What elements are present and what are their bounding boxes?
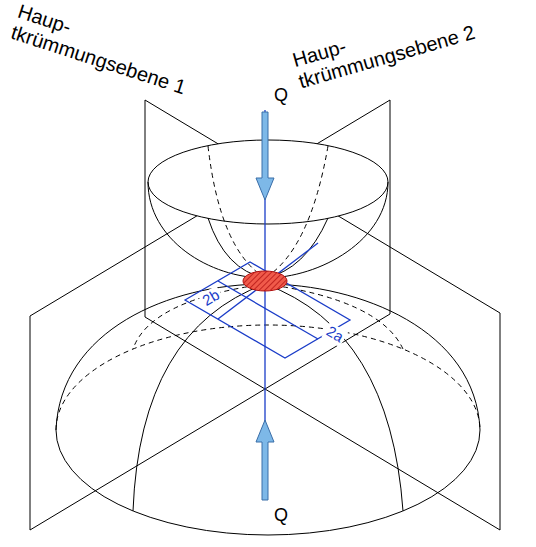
- dimension-label: 2b: [198, 286, 224, 311]
- bowl-outline: [148, 182, 388, 278]
- plane-label: Haup- tkrümmungsebene 2: [290, 0, 482, 92]
- dome-meridian: [133, 284, 265, 511]
- base-ellipse-hidden: [56, 325, 480, 430]
- contact-area: [243, 271, 287, 291]
- bowl-meridian: [208, 218, 265, 278]
- dome-outline: [56, 284, 480, 430]
- plane-label: Haup- tkrümmungsebene 1: [8, 0, 199, 100]
- bowl-meridian-hidden: [208, 146, 265, 278]
- force-arrow: [256, 112, 274, 200]
- dome-meridian-hidden: [133, 284, 265, 349]
- dimension-axis: [218, 243, 318, 319]
- dimension-label: 2a: [322, 322, 348, 347]
- bowl-meridian: [265, 218, 328, 278]
- bowl-meridian-hidden: [265, 146, 328, 278]
- contact-dimension-box: [185, 262, 350, 358]
- plane-outline: [30, 100, 390, 530]
- force-arrow: [256, 420, 274, 500]
- dome-meridian: [265, 284, 403, 511]
- force-label: Q: [274, 86, 288, 106]
- dome-meridian-hidden: [265, 284, 403, 349]
- force-label: Q: [274, 506, 288, 526]
- plane-outline: [145, 100, 500, 530]
